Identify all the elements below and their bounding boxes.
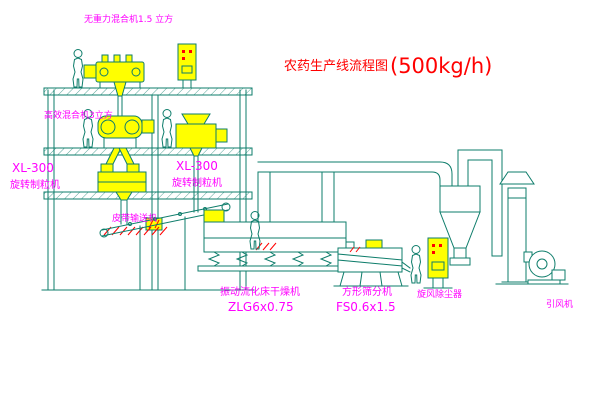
floor-slab-second — [43, 147, 253, 156]
label-sifter-name: 方形筛分机 — [342, 285, 392, 298]
label-dryer-name: 振动流化床干燥机 — [220, 285, 300, 298]
person-figure — [161, 109, 173, 148]
floor-slab-third — [43, 191, 253, 200]
floor-slab-top — [43, 87, 253, 96]
fluid-bed-dryer — [197, 171, 355, 272]
label-second-mixer: 高效混合机3立方 — [44, 109, 113, 121]
gravity-free-mixer — [83, 54, 145, 117]
induced-draft-fan — [495, 250, 569, 285]
label-sifter-model: FS0.6x1.5 — [336, 300, 396, 314]
control-panel-lower — [423, 237, 453, 289]
label-dryer-model: ZLG6x0.75 — [228, 300, 294, 314]
granulator-center — [175, 113, 228, 213]
label-top-mixer: 无重力混合机1.5 立方 — [84, 13, 173, 25]
label-cyclone: 旋风除尘器 — [417, 288, 462, 300]
person-figure — [410, 245, 422, 284]
label-granulator-left-model: XL-300 — [12, 161, 54, 175]
label-fan: 引风机 — [546, 298, 573, 310]
person-figure — [72, 49, 84, 88]
cyclone-separator — [439, 149, 503, 266]
label-granulator-left-name: 旋转制粒机 — [10, 178, 60, 191]
main-duct — [257, 161, 453, 187]
granulator-left — [97, 163, 147, 225]
drawing-title: 农药生产线流程图 — [284, 59, 388, 74]
exhaust-stack — [499, 171, 535, 283]
label-granulator-center-name: 旋转制粒机 — [172, 176, 222, 189]
control-panel-upper — [175, 43, 199, 89]
label-belt-conveyor: 皮带输送机 — [112, 212, 157, 224]
drawing-title-capacity: (500kg/h) — [390, 54, 492, 78]
label-granulator-center-model: XL-300 — [176, 159, 218, 173]
high-efficiency-mixer — [97, 115, 155, 167]
square-sifter — [333, 239, 411, 287]
